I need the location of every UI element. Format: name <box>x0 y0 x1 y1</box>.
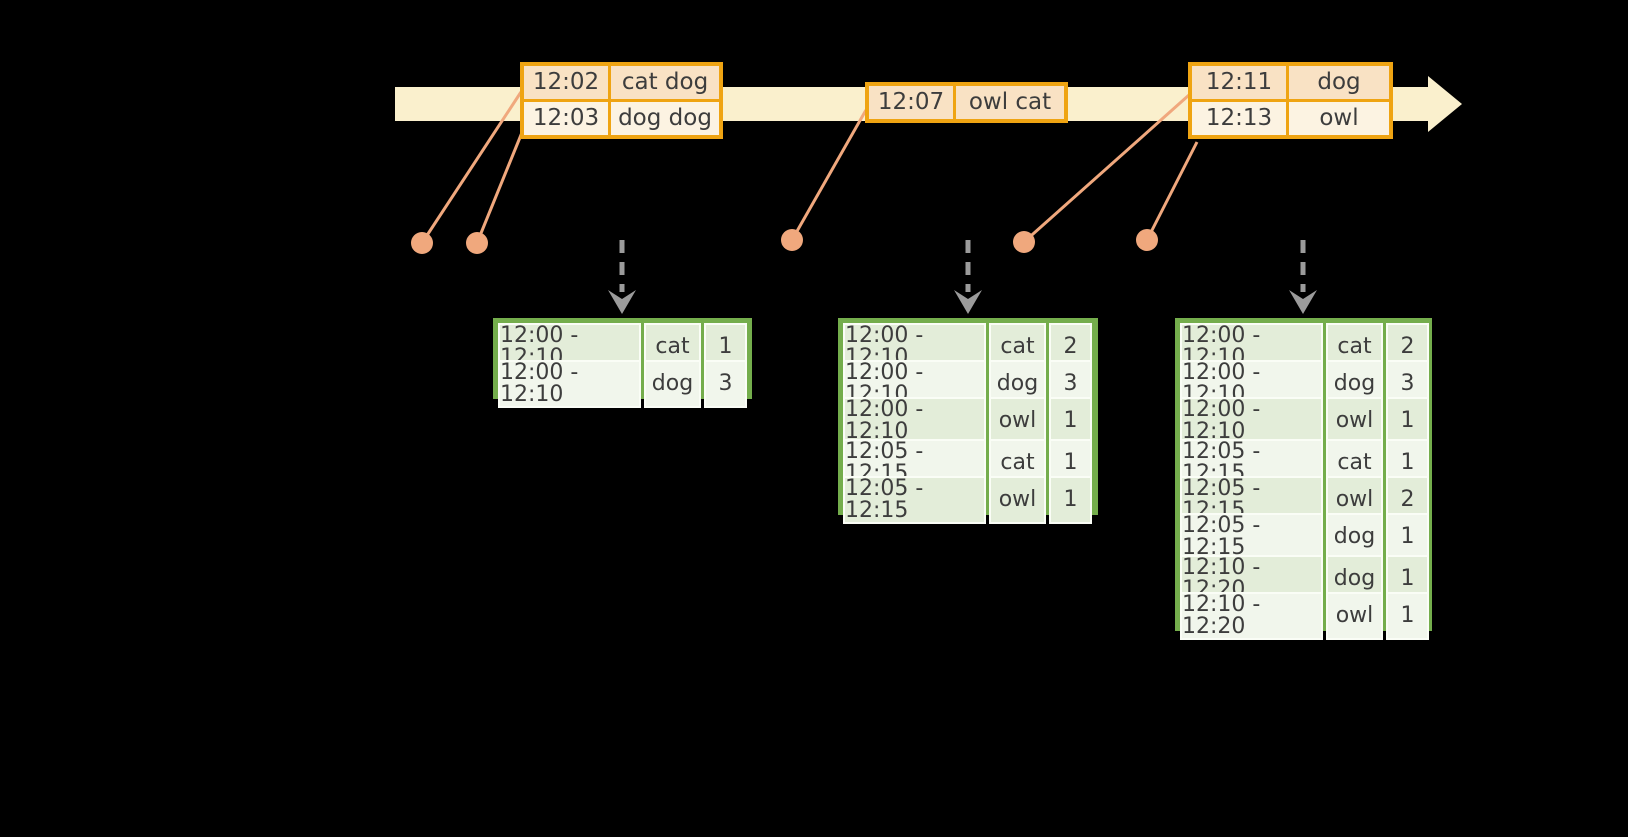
event-row: 12:11 dog <box>1192 66 1389 99</box>
result-table-3: 12:00 - 12:10 cat 2 12:00 - 12:10 dog 3 … <box>1175 318 1432 640</box>
result-row: 12:00 - 12:10 cat 2 <box>1180 323 1429 371</box>
result-row: 12:00 - 12:10 owl 1 <box>1180 397 1429 445</box>
event-table-3: 12:11 dog 12:13 owl <box>1188 62 1393 139</box>
count-cell: 1 <box>1049 397 1092 445</box>
word-cell: owl <box>1326 592 1383 640</box>
result-row: 12:10 - 12:20 owl 1 <box>1180 592 1429 640</box>
window-cell: 12:05 - 12:15 <box>843 476 986 524</box>
event-time-cell: 12:11 <box>1192 66 1286 99</box>
event-table-1: 12:02 cat dog 12:03 dog dog <box>520 62 723 139</box>
down-arrow-icon <box>1289 290 1317 314</box>
event-connector-line <box>1145 141 1199 241</box>
count-cell: 1 <box>1386 513 1429 561</box>
event-row: 12:13 owl <box>1192 102 1389 135</box>
result-row: 12:10 - 12:20 dog 1 <box>1180 555 1429 603</box>
event-connector-lines <box>420 91 1199 244</box>
event-row: 12:07 owl cat <box>869 86 1064 119</box>
result-row: 12:05 - 12:15 owl 1 <box>843 476 1093 524</box>
result-row: 12:05 - 12:15 owl 2 <box>1180 476 1429 524</box>
window-cell: 12:10 - 12:20 <box>1180 592 1323 640</box>
event-dots <box>411 229 1158 254</box>
event-time-cell: 12:03 <box>524 102 608 135</box>
trigger-arrows <box>619 240 1306 292</box>
event-words-cell: owl <box>1289 102 1389 135</box>
event-dot <box>781 229 803 251</box>
event-connector-line <box>475 129 525 244</box>
result-row: 12:00 - 12:10 cat 1 <box>498 323 747 371</box>
down-arrow-icon <box>608 290 636 314</box>
down-arrow-icon <box>954 290 982 314</box>
event-words-cell: owl cat <box>956 86 1064 119</box>
count-cell: 1 <box>1386 592 1429 640</box>
result-row: 12:00 - 12:10 dog 3 <box>1180 360 1429 408</box>
count-cell: 1 <box>1386 397 1429 445</box>
window-cell: 12:00 - 12:10 <box>498 360 641 408</box>
event-connector-line <box>1023 93 1190 244</box>
event-words-cell: dog <box>1289 66 1389 99</box>
event-table-2: 12:07 owl cat <box>865 82 1068 123</box>
event-words-cell: cat dog <box>611 66 719 99</box>
event-dot <box>411 232 433 254</box>
word-cell: owl <box>1326 397 1383 445</box>
event-row: 12:03 dog dog <box>524 102 719 135</box>
count-cell: 3 <box>704 360 747 408</box>
timeline-arrowhead-icon <box>1428 76 1462 132</box>
word-cell: dog <box>1326 513 1383 561</box>
event-row: 12:02 cat dog <box>524 66 719 99</box>
result-row: 12:00 - 12:10 dog 3 <box>498 360 747 408</box>
event-dot <box>1013 231 1035 253</box>
event-dot <box>1136 229 1158 251</box>
word-cell: dog <box>644 360 701 408</box>
event-dot <box>466 232 488 254</box>
word-cell: owl <box>989 397 1046 445</box>
result-row: 12:00 - 12:10 cat 2 <box>843 323 1093 371</box>
event-words-cell: dog dog <box>611 102 719 135</box>
window-cell: 12:00 - 12:10 <box>1180 397 1323 445</box>
result-row: 12:05 - 12:15 cat 1 <box>1180 439 1429 487</box>
event-time-cell: 12:02 <box>524 66 608 99</box>
event-time-cell: 12:13 <box>1192 102 1286 135</box>
result-row: 12:00 - 12:10 dog 3 <box>843 360 1093 408</box>
result-table-2: 12:00 - 12:10 cat 2 12:00 - 12:10 dog 3 … <box>838 318 1098 524</box>
word-cell: owl <box>989 476 1046 524</box>
window-cell: 12:05 - 12:15 <box>1180 513 1323 561</box>
result-row: 12:05 - 12:15 dog 1 <box>1180 513 1429 561</box>
event-connector-line <box>420 91 523 244</box>
count-cell: 1 <box>1049 476 1092 524</box>
result-table-1: 12:00 - 12:10 cat 1 12:00 - 12:10 dog 3 <box>493 318 752 408</box>
result-row: 12:05 - 12:15 cat 1 <box>843 439 1093 487</box>
window-cell: 12:00 - 12:10 <box>843 397 986 445</box>
result-row: 12:00 - 12:10 owl 1 <box>843 397 1093 445</box>
trigger-arrowheads <box>608 290 1317 314</box>
event-time-cell: 12:07 <box>869 86 953 119</box>
event-connector-line <box>790 109 868 241</box>
